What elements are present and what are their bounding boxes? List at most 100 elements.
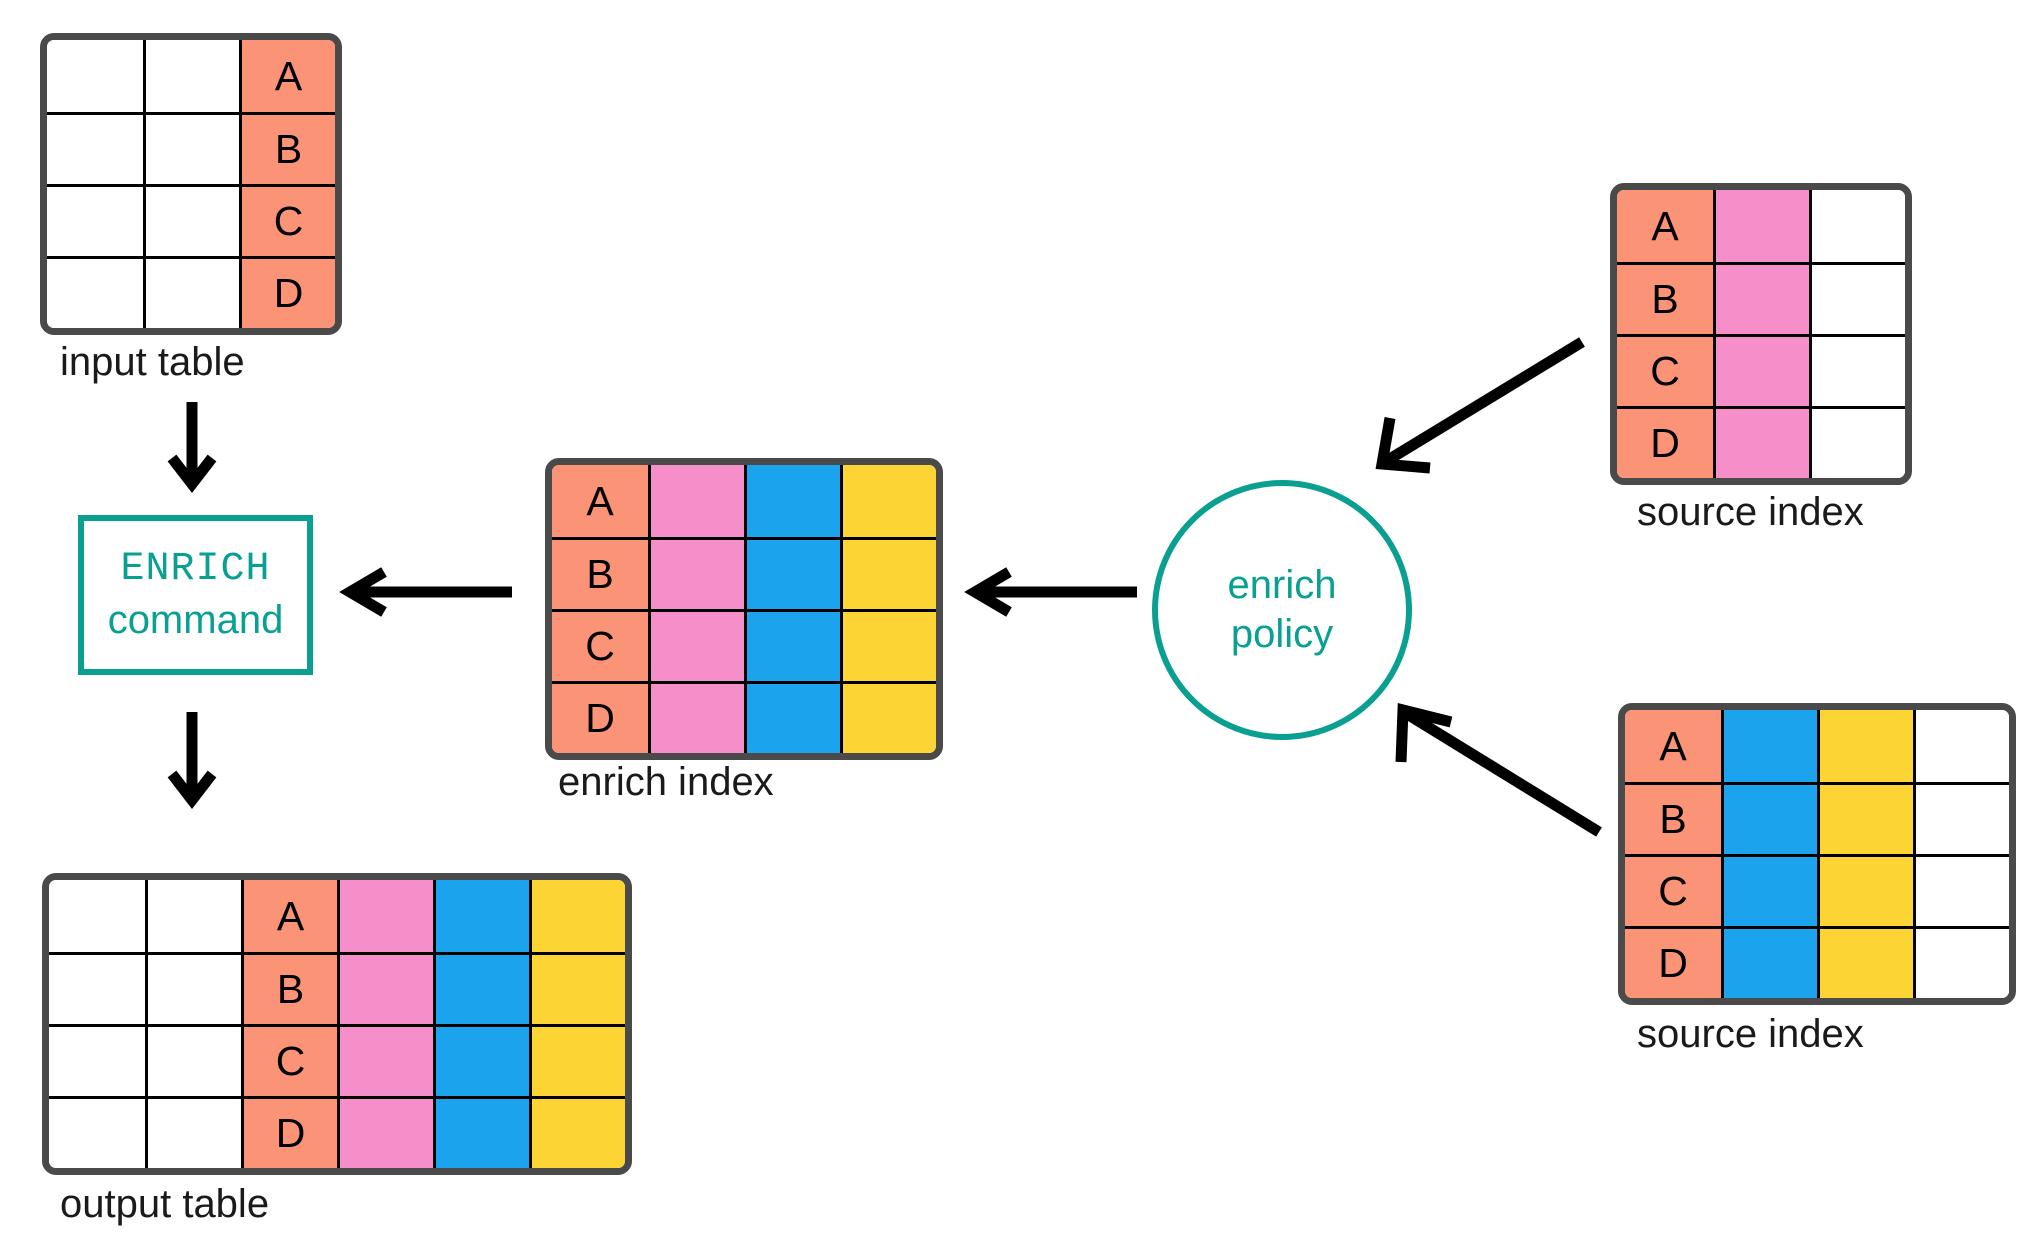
- table-cell-key: A: [1625, 710, 1721, 782]
- table-cell: [1809, 190, 1905, 262]
- arrow-enrich-index-to-command: [339, 567, 512, 617]
- table-cell: [433, 1096, 529, 1168]
- table-cell: [840, 465, 936, 537]
- source-index-bottom-table: A B C D: [1618, 703, 2016, 1005]
- arrow-policy-to-enrich-index: [964, 567, 1137, 617]
- table-row: C: [1617, 334, 1905, 406]
- table-cell: [1913, 854, 2009, 926]
- table-cell: [49, 952, 145, 1024]
- table-cell: [1809, 406, 1905, 478]
- table-cell: [1721, 782, 1817, 854]
- table-cell: [337, 952, 433, 1024]
- enrich-index-caption: enrich index: [558, 760, 774, 804]
- table-cell: [1713, 406, 1809, 478]
- table-cell: [744, 537, 840, 609]
- table-cell: [1809, 334, 1905, 406]
- table-cell: [529, 880, 625, 952]
- enrich-index-table: A B C D: [545, 458, 943, 760]
- table-cell-key: D: [552, 681, 648, 753]
- table-cell: [143, 112, 239, 184]
- table-cell: [529, 1096, 625, 1168]
- source-index-top-caption: source index: [1637, 490, 1864, 534]
- table-cell: [840, 537, 936, 609]
- table-row: D: [1625, 926, 2009, 998]
- table-cell: [1713, 262, 1809, 334]
- table-cell-key: A: [1617, 190, 1713, 262]
- table-row: C: [47, 184, 335, 256]
- table-cell: [433, 1024, 529, 1096]
- table-cell-key: C: [552, 609, 648, 681]
- table-cell: [648, 465, 744, 537]
- table-cell: [1713, 334, 1809, 406]
- input-table: A B C D: [40, 33, 342, 335]
- table-cell: [143, 40, 239, 112]
- table-cell: [1817, 782, 1913, 854]
- table-row: C: [49, 1024, 625, 1096]
- table-cell: [143, 184, 239, 256]
- table-cell: [145, 952, 241, 1024]
- table-cell: [433, 952, 529, 1024]
- table-cell: [648, 681, 744, 753]
- enrich-policy-line2: policy: [1230, 612, 1334, 656]
- table-cell: [337, 1096, 433, 1168]
- arrow-source-index-bottom-to-policy: [1395, 703, 1602, 837]
- table-cell: [337, 1024, 433, 1096]
- table-row: D: [47, 256, 335, 328]
- table-cell: [433, 880, 529, 952]
- arrow-source-index-top-to-policy: [1375, 337, 1585, 474]
- arrow-input-to-command: [167, 402, 217, 494]
- table-cell-key: D: [241, 1096, 337, 1168]
- source-index-top-table: A B C D: [1610, 183, 1912, 485]
- table-cell-key: C: [241, 1024, 337, 1096]
- table-cell-key: C: [1617, 334, 1713, 406]
- table-cell: [648, 609, 744, 681]
- table-cell: [744, 465, 840, 537]
- table-cell: [49, 880, 145, 952]
- table-cell: [49, 1096, 145, 1168]
- table-cell: [529, 952, 625, 1024]
- table-cell-key: D: [1625, 926, 1721, 998]
- table-cell: [1913, 926, 2009, 998]
- table-cell: [1721, 926, 1817, 998]
- table-cell-key: B: [241, 952, 337, 1024]
- table-cell: [840, 609, 936, 681]
- table-cell-key: D: [1617, 406, 1713, 478]
- table-cell: [47, 256, 143, 328]
- enrich-command-keyword: ENRICH: [120, 547, 271, 592]
- enrich-command-box[interactable]: ENRICH command: [78, 515, 313, 675]
- table-cell: [1913, 710, 2009, 782]
- table-row: A: [1625, 710, 2009, 782]
- table-row: B: [47, 112, 335, 184]
- table-row: C: [552, 609, 936, 681]
- table-cell-key: B: [1625, 782, 1721, 854]
- table-row: B: [1617, 262, 1905, 334]
- table-row: A: [552, 465, 936, 537]
- table-row: A: [47, 40, 335, 112]
- table-cell-key: C: [239, 184, 335, 256]
- table-cell: [1817, 926, 1913, 998]
- table-cell-key: B: [1617, 262, 1713, 334]
- table-cell: [145, 1024, 241, 1096]
- table-row: D: [49, 1096, 625, 1168]
- output-table-caption: output table: [60, 1182, 270, 1226]
- enrich-policy-circle[interactable]: enrich policy: [1152, 480, 1412, 740]
- table-cell-key: D: [239, 256, 335, 328]
- table-cell: [337, 880, 433, 952]
- table-cell: [1809, 262, 1905, 334]
- table-cell: [744, 609, 840, 681]
- table-cell: [744, 681, 840, 753]
- output-table: A B C D: [42, 873, 632, 1175]
- table-cell: [47, 112, 143, 184]
- table-row: D: [1617, 406, 1905, 478]
- table-cell: [1817, 854, 1913, 926]
- table-row: B: [49, 952, 625, 1024]
- table-cell: [1721, 854, 1817, 926]
- enrich-command-label: command: [107, 598, 284, 642]
- table-cell-key: A: [552, 465, 648, 537]
- table-cell: [529, 1024, 625, 1096]
- source-index-bottom-caption: source index: [1637, 1012, 1864, 1056]
- enrich-policy-line1: enrich: [1227, 563, 1337, 608]
- table-cell: [145, 880, 241, 952]
- table-row: A: [1617, 190, 1905, 262]
- table-cell-key: B: [552, 537, 648, 609]
